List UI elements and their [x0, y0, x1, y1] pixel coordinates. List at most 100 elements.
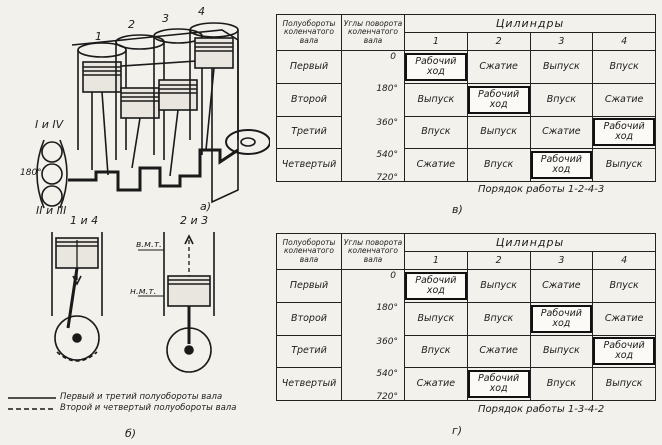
- stroke-cell: Рабочий ход: [404, 269, 468, 303]
- header-cylinders: Цилиндры: [404, 233, 656, 252]
- cycle-table-v: Полуобороты коленчатого вала Углы поворо…: [276, 14, 656, 183]
- engine-drawing: [36, 22, 270, 209]
- header-angles: Углы поворота коленчатого вала: [341, 233, 405, 270]
- stroke-cell: Впуск: [466, 148, 531, 182]
- angle-label: 180°: [376, 83, 398, 94]
- tdc-label: в.м.т.: [136, 240, 162, 250]
- stroke-cell: Сжатие: [592, 301, 656, 336]
- firing-order-g: Порядок работы 1-3-4-2: [478, 404, 605, 415]
- stroke-cell: Впуск: [466, 301, 531, 336]
- cylinder-col-3: 3: [529, 32, 594, 51]
- caption-v: в): [452, 203, 463, 216]
- halfturn-name: Второй: [276, 82, 342, 117]
- stroke-cell: Впуск: [529, 82, 594, 117]
- halfturn-name: Второй: [276, 301, 342, 336]
- cylinder-number-1: 1: [95, 30, 102, 43]
- table-row: Четвертый Сжатие Рабочий ход Впуск Выпус…: [276, 367, 656, 401]
- stroke-cell: Рабочий ход: [466, 82, 531, 117]
- crank-throw-diagram: [36, 139, 68, 209]
- cylinder-col-3: 3: [529, 251, 594, 270]
- caption-a: а): [200, 200, 212, 213]
- throw-label-top: I и IV: [35, 118, 64, 131]
- stroke-cell: Впуск: [404, 115, 468, 150]
- cylinder-col-2: 2: [466, 32, 531, 51]
- halfturn-name: Первый: [276, 269, 342, 303]
- stroke-label: Рабочий ход: [405, 271, 467, 300]
- throw-label-angle: 180°: [20, 168, 42, 178]
- stroke-cell: Впуск: [592, 50, 656, 84]
- angle-column: 0 180° 360° 540° 720°: [341, 269, 405, 402]
- stroke-cell: Рабочий ход: [529, 301, 594, 336]
- stroke-cell: Рабочий ход: [466, 367, 531, 401]
- cylinder-col-4: 4: [592, 32, 656, 51]
- table-row: Первый 0 180° 360° 540° 720° Рабочий ход…: [276, 50, 656, 183]
- stroke-cell: Сжатие: [529, 269, 594, 303]
- throw-label-bottom: II и III: [36, 204, 67, 217]
- piston-right: [138, 232, 215, 373]
- crankshaft: [68, 148, 239, 192]
- angle-label: 360°: [376, 117, 398, 128]
- table-row: Четвертый Сжатие Впуск Рабочий ход Выпус…: [276, 148, 656, 182]
- piston-right-label: 2 и 3: [180, 214, 209, 227]
- stroke-cell: Выпуск: [404, 301, 468, 336]
- halfturn-name: Четвертый: [276, 367, 342, 401]
- flywheel: [225, 129, 270, 155]
- stroke-cell: Сжатие: [404, 367, 468, 401]
- stroke-cell: Впуск: [404, 334, 468, 369]
- stroke-label: Рабочий ход: [467, 370, 530, 399]
- table-row: Второй Выпуск Рабочий ход Впуск Сжатие: [276, 82, 656, 117]
- stroke-cell: Выпуск: [592, 148, 656, 182]
- stroke-cell: Впуск: [592, 269, 656, 303]
- cylinder-number-2: 2: [128, 18, 135, 31]
- cylinder-number-3: 3: [162, 12, 169, 25]
- stroke-cell: Сжатие: [466, 334, 531, 369]
- angle-label: 0: [390, 52, 396, 62]
- cylinder-col-2: 2: [466, 251, 531, 270]
- angle-label: 720°: [376, 172, 398, 183]
- stroke-cell: Выпуск: [529, 50, 594, 84]
- cylinder-col-1: 1: [404, 32, 468, 51]
- stroke-label: Рабочий ход: [593, 118, 655, 147]
- cylinder-1: [77, 42, 127, 150]
- angle-label: 540°: [376, 150, 398, 161]
- caption-b: б): [125, 427, 137, 440]
- halfturn-name: Четвертый: [276, 148, 342, 182]
- stroke-cell: Рабочий ход: [404, 50, 468, 84]
- firing-order-v: Порядок работы 1-2-4-3: [478, 184, 605, 195]
- piston-left: [51, 232, 103, 362]
- stroke-label: Рабочий ход: [530, 304, 593, 333]
- header-halfturns: Полуобороты коленчатого вала: [276, 233, 342, 270]
- angle-label: 720°: [376, 391, 398, 402]
- bdc-label: н.м.т.: [130, 287, 157, 297]
- cycle-table-g: Полуобороты коленчатого вала Углы поворо…: [276, 233, 656, 402]
- halfturn-name: Третий: [276, 334, 342, 369]
- angle-label: 540°: [376, 369, 398, 380]
- stroke-cell: Сжатие: [529, 115, 594, 150]
- stroke-label: Рабочий ход: [593, 337, 655, 366]
- stroke-cell: Выпуск: [404, 82, 468, 117]
- stroke-cell: Сжатие: [404, 148, 468, 182]
- angle-column: 0 180° 360° 540° 720°: [341, 50, 405, 183]
- stroke-cell: Рабочий ход: [592, 115, 656, 150]
- stroke-cell: Выпуск: [592, 367, 656, 401]
- stroke-cell: Сжатие: [592, 82, 656, 117]
- cylinder-number-4: 4: [198, 5, 205, 18]
- cylinder-4: [189, 22, 239, 140]
- stroke-cell: Сжатие: [466, 50, 531, 84]
- halfturn-name: Третий: [276, 115, 342, 150]
- stroke-label: Рабочий ход: [467, 85, 530, 114]
- header-angles: Углы поворота коленчатого вала: [341, 14, 405, 51]
- header-cylinders: Цилиндры: [404, 14, 656, 33]
- angle-label: 180°: [376, 302, 398, 313]
- stroke-cell: Рабочий ход: [529, 148, 594, 182]
- legend-dashed-text: Второй и четвертый полуобороты вала: [60, 403, 237, 413]
- piston-schematic: [8, 232, 215, 410]
- table-row: Третий Впуск Выпуск Сжатие Рабочий ход: [276, 115, 656, 150]
- stroke-label: Рабочий ход: [530, 151, 593, 180]
- caption-g: г): [452, 424, 463, 437]
- table-row: Третий Впуск Сжатие Выпуск Рабочий ход: [276, 334, 656, 369]
- piston-left-label: 1 и 4: [70, 214, 99, 227]
- cylinder-col-4: 4: [592, 251, 656, 270]
- stroke-label: Рабочий ход: [405, 52, 467, 81]
- header-halfturns: Полуобороты коленчатого вала: [276, 14, 342, 51]
